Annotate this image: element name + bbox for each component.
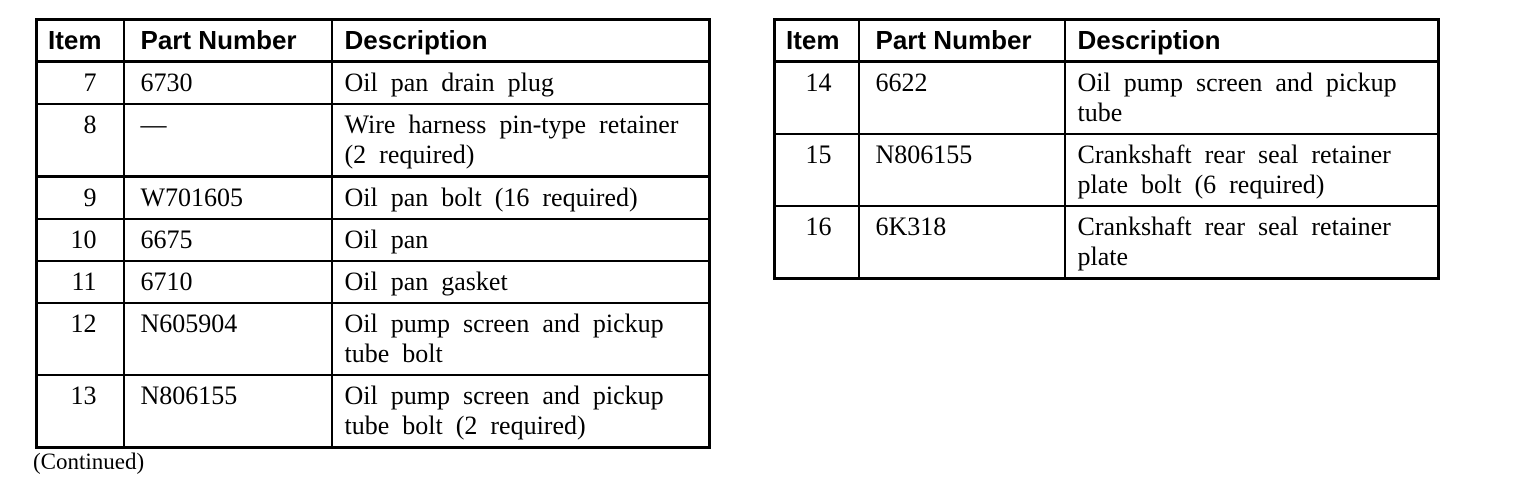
- item-cell: 8: [35, 103, 125, 178]
- description-cell: Oil pump screen and pickup tube bolt (2 …: [330, 374, 711, 449]
- table-header-row: Item Part Number Description: [35, 18, 711, 63]
- description-cell: Crankshaft rear seal retainer plate bolt…: [1063, 133, 1440, 207]
- part-number-cell: 6K318: [857, 205, 1066, 280]
- part-number-cell: 6675: [122, 218, 333, 262]
- table-row: 9 W701605 Oil pan bolt (16 required): [35, 175, 711, 220]
- column-header-item: Item: [35, 18, 125, 63]
- part-number-cell: —: [122, 103, 333, 178]
- item-cell: 16: [773, 205, 860, 280]
- table-row: 10 6675 Oil pan: [35, 218, 711, 262]
- description-cell: Oil pan: [330, 218, 711, 262]
- description-cell: Oil pan gasket: [330, 260, 711, 304]
- part-number-cell: 6622: [857, 60, 1066, 135]
- column-header-item: Item: [773, 18, 860, 63]
- table-row: 11 6710 Oil pan gasket: [35, 260, 711, 304]
- part-number-cell: N806155: [122, 374, 333, 449]
- description-cell: Oil pump screen and pickup tube: [1063, 60, 1440, 135]
- part-number-cell: 6730: [122, 60, 333, 105]
- item-cell: 14: [773, 60, 860, 135]
- table-row: 8 — Wire harness pin-type retainer (2 re…: [35, 103, 711, 178]
- part-number-cell: N806155: [857, 133, 1066, 207]
- description-cell: Wire harness pin-type retainer (2 requir…: [330, 103, 711, 178]
- parts-table-right: Item Part Number Description 14 6622 Oil…: [773, 18, 1440, 280]
- item-cell: 7: [35, 60, 125, 105]
- column-header-part-number: Part Number: [857, 18, 1066, 63]
- continued-note: (Continued): [33, 449, 145, 474]
- item-cell: 10: [35, 218, 125, 262]
- description-cell: Oil pan bolt (16 required): [330, 175, 711, 220]
- part-number-cell: 6710: [122, 260, 333, 304]
- item-cell: 12: [35, 302, 125, 376]
- item-cell: 15: [773, 133, 860, 207]
- item-cell: 11: [35, 260, 125, 304]
- description-cell: Crankshaft rear seal retainer plate: [1063, 205, 1440, 280]
- column-header-description: Description: [330, 18, 711, 63]
- parts-table-left: Item Part Number Description 7 6730 Oil …: [35, 18, 711, 449]
- table-row: 14 6622 Oil pump screen and pickup tube: [773, 60, 1440, 135]
- part-number-cell: N605904: [122, 302, 333, 376]
- table-row: 15 N806155 Crankshaft rear seal retainer…: [773, 133, 1440, 207]
- table-row: Item Part Number Description: [773, 18, 1440, 63]
- table-row: 7 6730 Oil pan drain plug: [35, 60, 711, 105]
- item-cell: 9: [35, 175, 125, 220]
- table-row: 16 6K318 Crankshaft rear seal retainer p…: [773, 205, 1440, 280]
- description-cell: Oil pan drain plug: [330, 60, 711, 105]
- description-cell: Oil pump screen and pickup tube bolt: [330, 302, 711, 376]
- table-header-row: Item Part Number Description: [773, 18, 1440, 63]
- part-number-cell: W701605: [122, 175, 333, 220]
- table-row: 13 N806155 Oil pump screen and pickup tu…: [35, 374, 711, 449]
- table-row: 12 N605904 Oil pump screen and pickup tu…: [35, 302, 711, 376]
- item-cell: 13: [35, 374, 125, 449]
- column-header-description: Description: [1063, 18, 1440, 63]
- table-row: Item Part Number Description: [35, 18, 711, 63]
- column-header-part-number: Part Number: [122, 18, 333, 63]
